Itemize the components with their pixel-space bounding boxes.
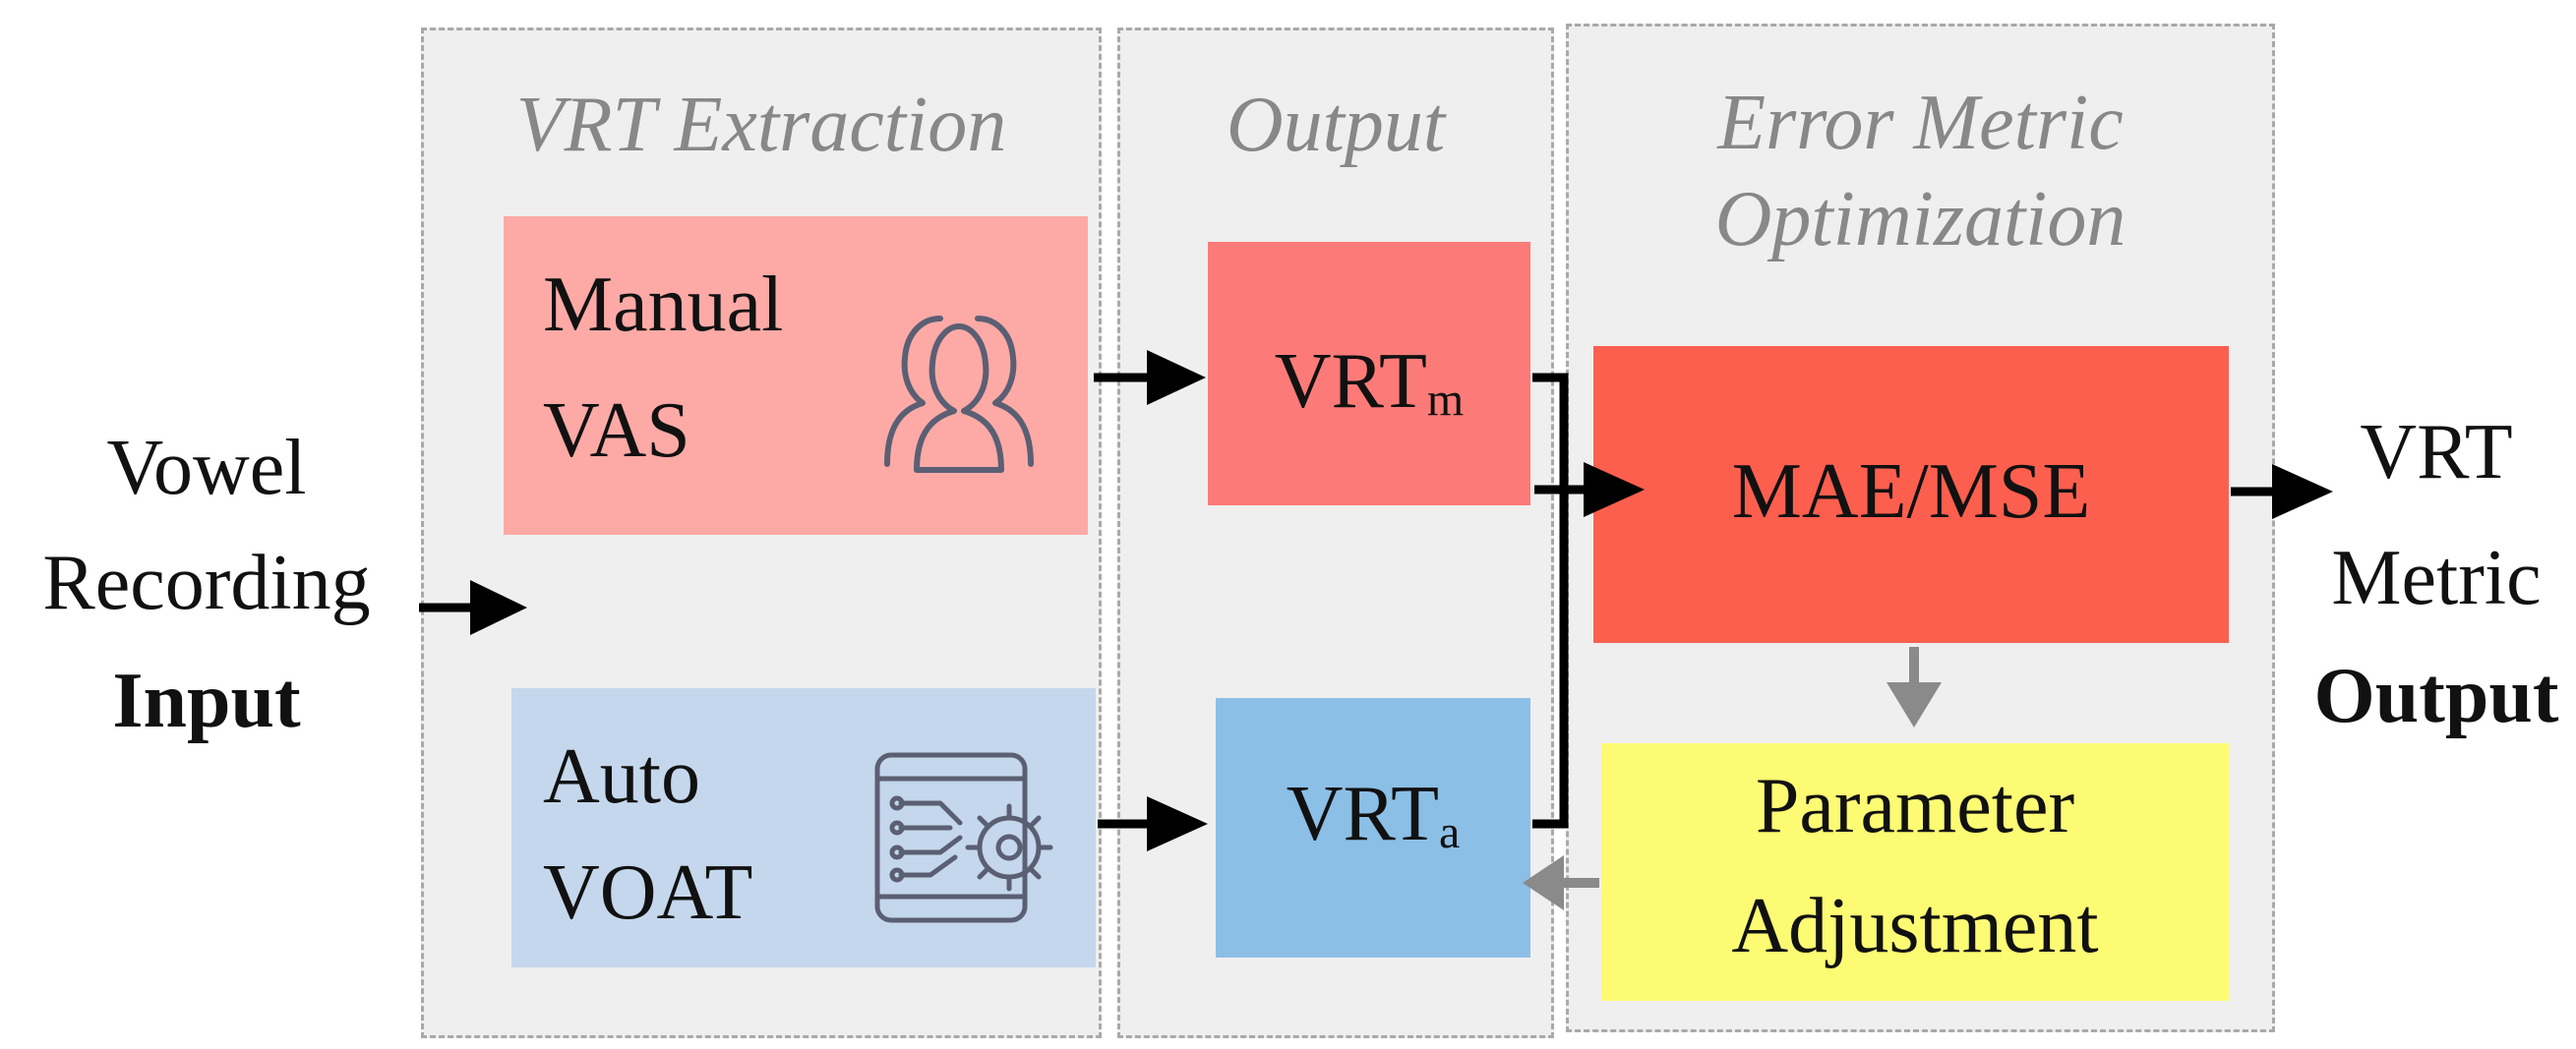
vrt-m-box bbox=[1208, 242, 1530, 505]
chip-gear-icon bbox=[874, 752, 1053, 923]
output-label: Output bbox=[2313, 653, 2559, 739]
vrt-a-box bbox=[1216, 698, 1530, 958]
vrt-extraction-title: VRT Extraction bbox=[515, 82, 1007, 168]
vrt-m-subscript: m bbox=[1426, 374, 1465, 426]
parameter-line1: Parameter bbox=[1755, 763, 2075, 849]
output-panel-title: Output bbox=[1226, 82, 1446, 168]
manual-line1: Manual bbox=[543, 262, 784, 348]
manual-vas-box bbox=[504, 216, 1088, 535]
vrt-m-main: VRT bbox=[1274, 338, 1427, 425]
manual-line2: VAS bbox=[543, 387, 690, 474]
error-metric-title-line2: Optimization bbox=[1714, 176, 2127, 262]
vrt-a-main: VRT bbox=[1286, 771, 1439, 857]
parameter-line2: Adjustment bbox=[1731, 883, 2099, 969]
vrt-a-subscript: a bbox=[1438, 806, 1461, 858]
input-line1: Vowel bbox=[106, 425, 307, 511]
users-icon bbox=[884, 316, 1034, 473]
parameter-adjustment-box bbox=[1601, 743, 2229, 1001]
auto-line1: Auto bbox=[543, 733, 700, 820]
vrt-m-label: VRTm bbox=[1208, 334, 1530, 447]
input-label: Input bbox=[112, 658, 301, 744]
mae-mse-box bbox=[1593, 346, 2229, 643]
auto-line2: VOAT bbox=[543, 849, 753, 936]
input-line2: Recording bbox=[42, 540, 371, 626]
output-line2: Metric bbox=[2331, 535, 2542, 621]
output-line1: VRT bbox=[2360, 409, 2513, 495]
vrt-a-label: VRTa bbox=[1216, 767, 1530, 880]
error-metric-title-line1: Error Metric bbox=[1717, 80, 2124, 166]
mae-mse-label: MAE/MSE bbox=[1731, 448, 2091, 535]
